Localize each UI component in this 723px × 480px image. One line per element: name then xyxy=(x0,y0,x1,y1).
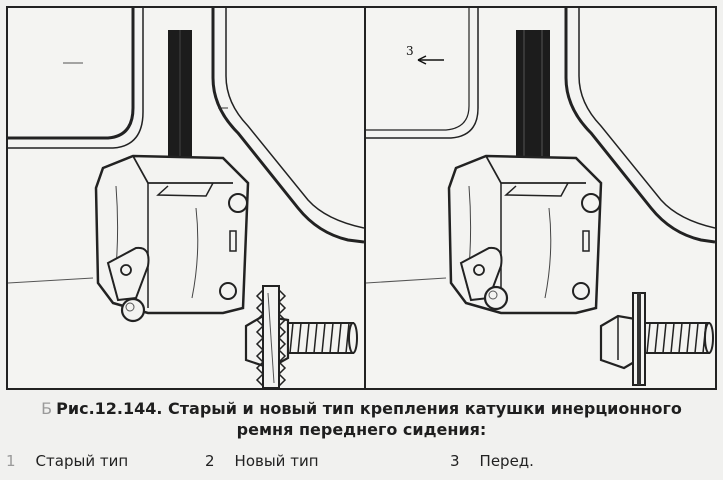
caption-title: Рис.12.144. Старый и новый тип крепления… xyxy=(56,399,682,418)
caption-prefix: Б xyxy=(41,399,53,418)
illustration-old-type xyxy=(8,8,364,388)
legend-number: 1 xyxy=(6,452,16,470)
legend-label: Старый тип xyxy=(35,452,129,470)
legend-label: Перед. xyxy=(479,452,534,470)
caption-line-2: ремня переднего сидения: xyxy=(236,420,487,439)
legend-item-1: 1 Старый тип xyxy=(6,452,128,470)
legend-number: 3 xyxy=(450,452,460,470)
legend-item-2: 2 Новый тип xyxy=(205,452,319,470)
illustration-new-type: 3 xyxy=(366,8,715,388)
panel-divider xyxy=(364,8,366,388)
old-type-drawing xyxy=(8,8,364,388)
figure-frame: 3 xyxy=(6,6,717,390)
callout-number-3: 3 xyxy=(406,44,414,58)
legend: 1 Старый тип 2 Новый тип 3 Перед. xyxy=(0,452,723,474)
front-direction-arrow xyxy=(417,55,444,65)
legend-item-3: 3 Перед. xyxy=(450,452,534,470)
old-bolt-serrated-washer xyxy=(244,285,358,388)
legend-number: 2 xyxy=(205,452,215,470)
new-bolt-flanged xyxy=(599,292,714,386)
new-type-drawing xyxy=(366,8,715,386)
legend-label: Новый тип xyxy=(234,452,319,470)
